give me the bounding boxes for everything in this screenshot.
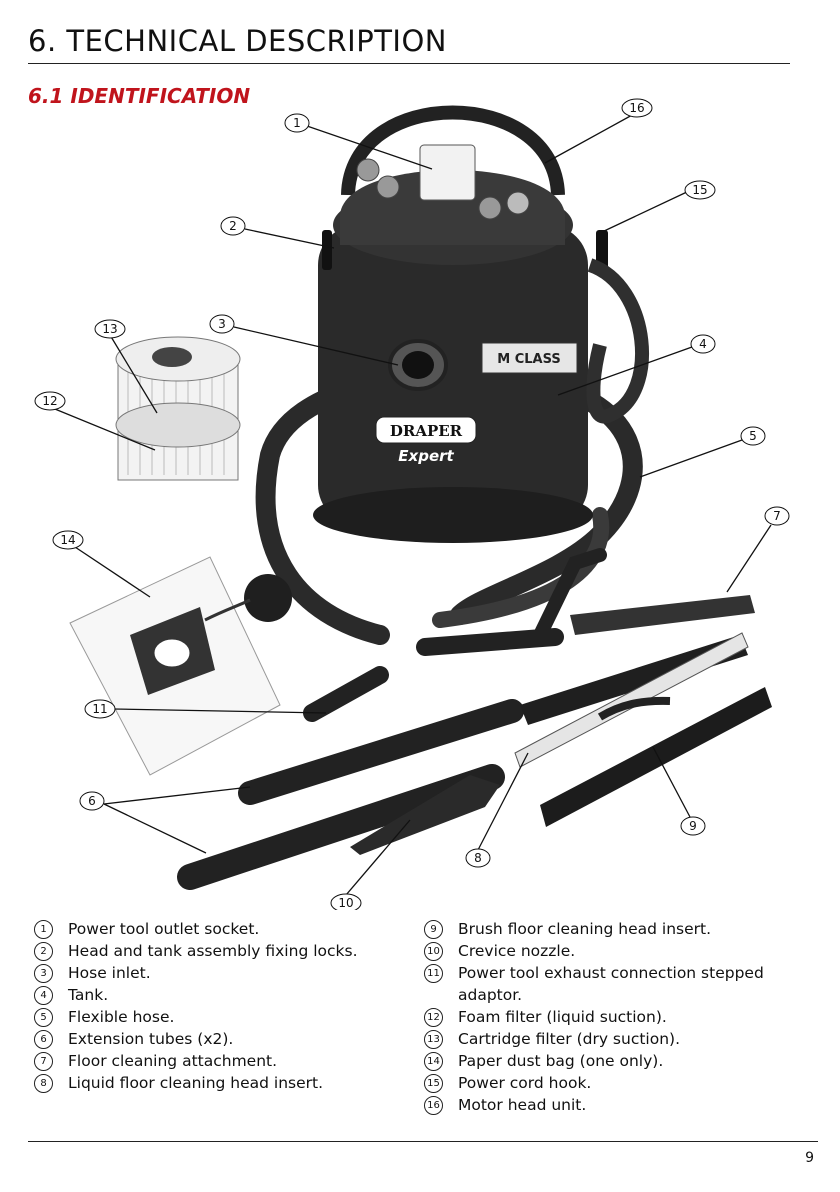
legend-text: Flexible hose. xyxy=(68,1006,414,1028)
svg-text:11: 11 xyxy=(92,702,107,716)
callout-16: 16 xyxy=(622,99,652,117)
callout-5: 5 xyxy=(741,427,765,445)
legend-text: Brush floor cleaning head insert. xyxy=(458,918,804,940)
legend-item: 4 Tank. xyxy=(34,984,414,1006)
legend-text: Hose inlet. xyxy=(68,962,414,984)
legend-item: 7 Floor cleaning attachment. xyxy=(34,1050,414,1072)
legend-text: Power tool outlet socket. xyxy=(68,918,414,940)
product-identification-figure: M CLASS DRAPER Expert xyxy=(0,95,840,910)
legend-item: 2 Head and tank assembly fixing locks. xyxy=(34,940,414,962)
callout-12: 12 xyxy=(35,392,65,410)
legend-item: 14 Paper dust bag (one only). xyxy=(424,1050,804,1072)
filter-illustration xyxy=(116,337,240,480)
legend-number: 12 xyxy=(424,1008,443,1027)
svg-text:3: 3 xyxy=(218,317,226,331)
callout-11: 11 xyxy=(85,700,115,718)
legend-number: 1 xyxy=(34,920,53,939)
page-number: 9 xyxy=(805,1150,814,1166)
title-divider xyxy=(28,63,790,64)
svg-text:4: 4 xyxy=(699,337,707,351)
svg-text:16: 16 xyxy=(629,101,644,115)
legend-item: 1 Power tool outlet socket. xyxy=(34,918,414,940)
legend-number: 2 xyxy=(34,942,53,961)
page-title: 6. TECHNICAL DESCRIPTION xyxy=(28,24,447,58)
svg-text:6: 6 xyxy=(88,794,96,808)
legend-item: 12 Foam filter (liquid suction). xyxy=(424,1006,804,1028)
callout-3: 3 xyxy=(210,315,234,333)
callout-1: 1 xyxy=(285,114,309,132)
legend-item: 8 Liquid floor cleaning head insert. xyxy=(34,1072,414,1094)
legend-text: Extension tubes (x2). xyxy=(68,1028,414,1050)
callout-14: 14 xyxy=(53,531,83,549)
legend-number: 7 xyxy=(34,1052,53,1071)
legend-number: 11 xyxy=(424,964,443,983)
legend-text: Liquid floor cleaning head insert. xyxy=(68,1072,414,1094)
svg-text:2: 2 xyxy=(229,219,237,233)
svg-text:5: 5 xyxy=(749,429,757,443)
legend-text: Crevice nozzle. xyxy=(458,940,804,962)
legend-text: Power tool exhaust connection stepped ad… xyxy=(458,962,804,1006)
svg-text:10: 10 xyxy=(338,896,353,910)
legend-item: 16 Motor head unit. xyxy=(424,1094,804,1116)
callout-6: 6 xyxy=(80,792,104,810)
svg-text:13: 13 xyxy=(102,322,117,336)
legend-number: 14 xyxy=(424,1052,443,1071)
legend-number: 15 xyxy=(424,1074,443,1093)
m-class-badge: M CLASS xyxy=(497,352,561,367)
brand-sub-badge: Expert xyxy=(398,447,454,465)
svg-text:7: 7 xyxy=(773,509,781,523)
parts-legend-right: 9 Brush floor cleaning head insert. 10 Cre… xyxy=(424,918,804,1116)
legend-item: 10 Crevice nozzle. xyxy=(424,940,804,962)
callout-7: 7 xyxy=(765,507,789,525)
legend-text: Paper dust bag (one only). xyxy=(458,1050,804,1072)
legend-item: 11 Power tool exhaust connection stepped … xyxy=(424,962,804,1006)
legend-number: 3 xyxy=(34,964,53,983)
legend-number: 10 xyxy=(424,942,443,961)
svg-text:15: 15 xyxy=(692,183,707,197)
legend-number: 4 xyxy=(34,986,53,1005)
product-illustration: M CLASS DRAPER Expert xyxy=(0,95,840,910)
legend-number: 16 xyxy=(424,1096,443,1115)
legend-number: 5 xyxy=(34,1008,53,1027)
callout-9: 9 xyxy=(681,817,705,835)
legend-text: Foam filter (liquid suction). xyxy=(458,1006,804,1028)
callout-4: 4 xyxy=(691,335,715,353)
legend-item: 3 Hose inlet. xyxy=(34,962,414,984)
svg-text:9: 9 xyxy=(689,819,697,833)
callout-15: 15 xyxy=(685,181,715,199)
svg-text:14: 14 xyxy=(60,533,75,547)
legend-text: Tank. xyxy=(68,984,414,1006)
svg-text:8: 8 xyxy=(474,851,482,865)
legend-item: 6 Extension tubes (x2). xyxy=(34,1028,414,1050)
vacuum-illustration: M CLASS DRAPER Expert xyxy=(313,113,642,544)
callout-13: 13 xyxy=(95,320,125,338)
callout-10: 10 xyxy=(331,894,361,910)
legend-item: 5 Flexible hose. xyxy=(34,1006,414,1028)
legend-item: 9 Brush floor cleaning head insert. xyxy=(424,918,804,940)
footer-divider xyxy=(28,1141,818,1142)
svg-text:1: 1 xyxy=(293,116,301,130)
legend-text: Motor head unit. xyxy=(458,1094,804,1116)
svg-text:12: 12 xyxy=(42,394,57,408)
legend-text: Head and tank assembly fixing locks. xyxy=(68,940,414,962)
legend-item: 15 Power cord hook. xyxy=(424,1072,804,1094)
brand-badge: DRAPER xyxy=(390,422,463,440)
legend-text: Power cord hook. xyxy=(458,1072,804,1094)
callout-8: 8 xyxy=(466,849,490,867)
parts-legend-left: 1 Power tool outlet socket. 2 Head and tan… xyxy=(34,918,414,1094)
legend-number: 8 xyxy=(34,1074,53,1093)
legend-item: 13 Cartridge filter (dry suction). xyxy=(424,1028,804,1050)
legend-number: 6 xyxy=(34,1030,53,1049)
legend-text: Cartridge filter (dry suction). xyxy=(458,1028,804,1050)
callout-2: 2 xyxy=(221,217,245,235)
legend-number: 13 xyxy=(424,1030,443,1049)
legend-text: Floor cleaning attachment. xyxy=(68,1050,414,1072)
legend-number: 9 xyxy=(424,920,443,939)
paper-dust-bag-illustration xyxy=(70,557,292,775)
